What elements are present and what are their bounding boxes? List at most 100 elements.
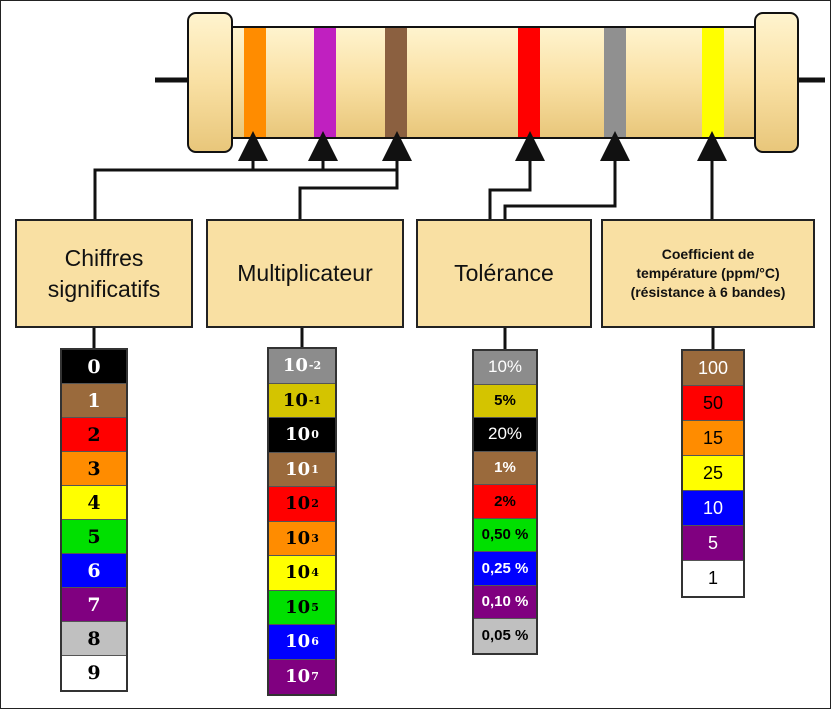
digit-value: 0 bbox=[87, 355, 101, 378]
tolerance-cell: 0,10 % bbox=[474, 585, 536, 619]
digit-value: 4 bbox=[87, 491, 101, 514]
tolerance-cell: 5% bbox=[474, 384, 536, 418]
multiplier-exponent: 4 bbox=[311, 566, 319, 580]
digit-cell: 9 bbox=[62, 656, 126, 690]
digit-cell: 8 bbox=[62, 622, 126, 656]
coefficient-value: 25 bbox=[702, 462, 724, 483]
tolerance-cell: 10% bbox=[474, 351, 536, 385]
resistor-body bbox=[224, 26, 761, 139]
resistor-bands bbox=[244, 28, 724, 137]
multiplier-exponent: 2 bbox=[311, 497, 319, 511]
tolerance-value: 0,25 % bbox=[481, 559, 529, 577]
label-tolerance: Tolérance bbox=[416, 219, 592, 328]
resistor-band-6 bbox=[702, 28, 724, 137]
multiplier-base: 10 bbox=[285, 666, 311, 688]
resistor-band-1 bbox=[244, 28, 266, 137]
digit-value: 5 bbox=[87, 525, 101, 548]
label-coef-line2: température (ppm/°C) bbox=[636, 265, 780, 281]
coefficient-cell: 100 bbox=[683, 351, 743, 386]
multiplier-exponent: 5 bbox=[311, 600, 319, 614]
multiplier-cell: 10-2 bbox=[269, 349, 335, 384]
coefficient-cell: 1 bbox=[683, 561, 743, 596]
right-end-cap bbox=[754, 12, 799, 153]
tolerance-value: 10% bbox=[487, 357, 523, 377]
multiplier-exponent: 0 bbox=[311, 428, 319, 442]
coefficient-cell: 15 bbox=[683, 421, 743, 456]
digit-cell: 7 bbox=[62, 588, 126, 622]
digit-value: 2 bbox=[87, 423, 101, 446]
resistor-band-4 bbox=[518, 28, 540, 137]
wire-tolerance-2 bbox=[503, 131, 630, 219]
tolerance-value: 20% bbox=[487, 424, 523, 444]
label-multiplicateur-text: Multiplicateur bbox=[237, 260, 373, 286]
multiplier-base: 10 bbox=[285, 424, 311, 446]
tolerance-cell: 0,25 % bbox=[474, 552, 536, 586]
tolerance-cell: 20% bbox=[474, 418, 536, 452]
multiplier-base: 10 bbox=[285, 458, 311, 480]
coefficient-cell: 25 bbox=[683, 456, 743, 491]
wire-chiffres bbox=[93, 168, 397, 219]
digit-value: 9 bbox=[87, 662, 101, 684]
tolerance-value: 1% bbox=[494, 459, 516, 477]
coefficient-value: 50 bbox=[702, 392, 724, 413]
coefficient-value: 1 bbox=[707, 568, 718, 588]
multiplier-base: 10 bbox=[285, 596, 311, 618]
label-coef-line1: Coefficient de bbox=[661, 246, 755, 262]
multiplier-base: 10 bbox=[282, 389, 308, 411]
left-end-cap bbox=[187, 12, 233, 153]
digit-cell: 3 bbox=[62, 452, 126, 486]
multiplier-exponent: 1 bbox=[311, 462, 319, 476]
tolerance-value: 0,05 % bbox=[481, 627, 529, 645]
tolerance-value: 0,10 % bbox=[481, 593, 529, 611]
label-chiffres-line1: Chiffres bbox=[64, 244, 144, 271]
multiplier-base: 10 bbox=[282, 355, 308, 377]
digit-cell: 2 bbox=[62, 418, 126, 452]
digit-cell: 1 bbox=[62, 384, 126, 418]
label-multiplicateur: Multiplicateur bbox=[206, 219, 404, 328]
multiplier-exponent: -2 bbox=[308, 359, 322, 373]
coefficient-value: 5 bbox=[707, 532, 718, 553]
tolerance-column: 10%5%20%1%2%0,50 %0,25 %0,10 %0,05 % bbox=[472, 349, 538, 655]
coefficient-value: 15 bbox=[702, 427, 724, 448]
label-chiffres-line2: significatifs bbox=[47, 275, 161, 302]
wire-tolerance-1 bbox=[488, 131, 545, 219]
resistor-band-2 bbox=[314, 28, 336, 137]
tolerance-cell: 1% bbox=[474, 451, 536, 485]
resistor-band-3 bbox=[385, 28, 407, 137]
wire-multiplicateur bbox=[298, 131, 412, 219]
multiplier-base: 10 bbox=[285, 493, 311, 515]
digit-value: 3 bbox=[87, 457, 101, 480]
multiplier-exponent: 3 bbox=[311, 531, 319, 545]
coefficient-value: 100 bbox=[697, 357, 729, 378]
digit-value: 6 bbox=[87, 559, 101, 582]
tolerance-value: 0,50 % bbox=[481, 526, 529, 544]
multiplier-exponent: 6 bbox=[311, 635, 319, 649]
coefficient-cell: 5 bbox=[683, 526, 743, 561]
digit-cell: 0 bbox=[62, 350, 126, 384]
coefficient-column: 100 50 15 25 10 5 1 bbox=[681, 349, 745, 598]
multiplier-exponent: -1 bbox=[308, 393, 322, 407]
label-chiffres-significatifs: Chiffres significatifs bbox=[15, 219, 193, 328]
resistor-band-5 bbox=[604, 28, 626, 137]
digit-value: 8 bbox=[87, 627, 101, 650]
digits-column: 0 1 2 3 4 5 6 7 8 9 bbox=[60, 348, 128, 692]
digit-cell: 6 bbox=[62, 554, 126, 588]
digit-cell: 4 bbox=[62, 486, 126, 520]
digit-cell: 5 bbox=[62, 520, 126, 554]
digit-value: 7 bbox=[87, 593, 101, 616]
digit-value: 1 bbox=[87, 389, 101, 412]
multiplier-base: 10 bbox=[285, 631, 311, 653]
coefficient-value: 10 bbox=[702, 497, 724, 518]
multiplier-cell: 10-1 bbox=[269, 383, 335, 418]
